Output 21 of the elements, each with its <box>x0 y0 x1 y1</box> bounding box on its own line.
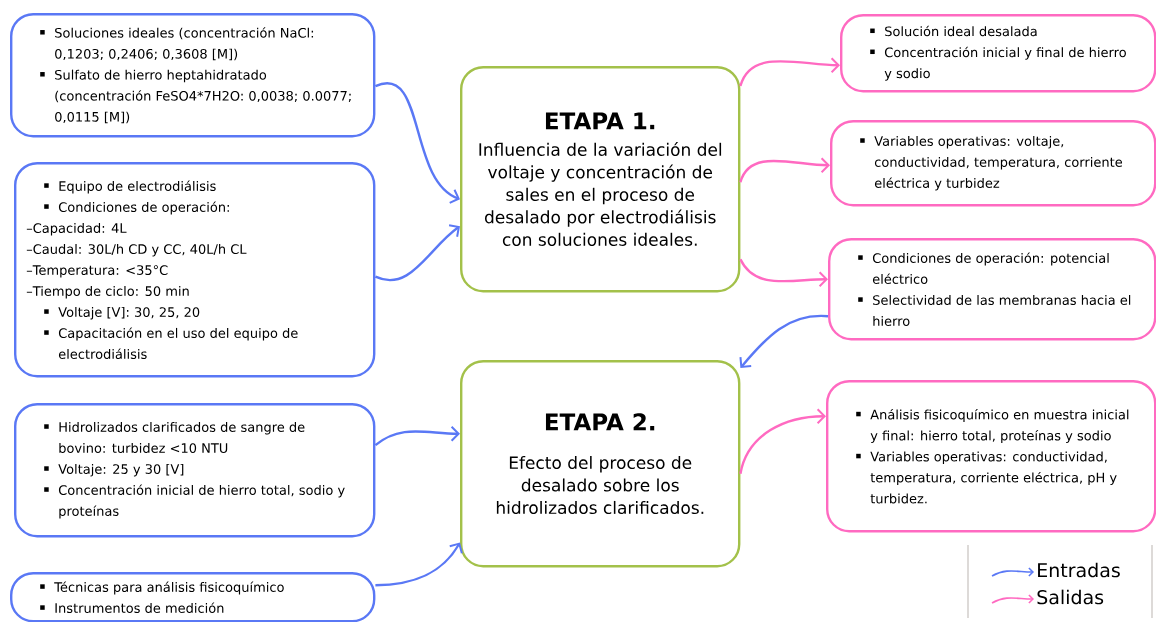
legend-label: Salidas <box>1037 589 1104 605</box>
output-box: Solución ideal desalada Concentración inicial y final de hierro y sodio <box>840 14 1156 93</box>
input-box: Soluciones ideales (concentración NaCl: 0,1203; 0,2406; 0,3608 [M]) Sulfato de hierro heptahidratado (concentración FeSO4*7H2O: 0,0038; 0.0077; 0,0115 [M]) <box>10 13 376 138</box>
output-box: Análisis fisicoquímico en muestra inicial y final: hierro total, proteínas y sodio Variables operativas: conductividad, temperatura, corriente eléctrica, pH y turbidez. <box>826 380 1156 533</box>
stage-box: ETAPA 2. Efecto del proceso de desalado sobre los hidrolizados clarificados. <box>460 360 741 568</box>
arrow <box>739 408 826 474</box>
arrow <box>739 57 840 87</box>
input-box: Técnicas para análisis fisicoquímico Instrumentos de medición <box>10 572 376 622</box>
output-box: Condiciones de operación: potencial eléctrico Selectividad de las membranas hacia el hierro <box>828 238 1156 341</box>
arrow <box>375 542 463 587</box>
arrow <box>374 425 460 447</box>
arrow <box>375 82 460 204</box>
arrow <box>375 224 460 282</box>
input-box: Hidrolizados clarificados de sangre de bovino: turbidez <10 NTU Voltaje: 25 y 30 [V] Concentración inicial de hierro total, sodio y proteínas <box>14 403 376 538</box>
legend-label: Entradas <box>1038 562 1120 578</box>
input-box: Equipo de electrodiálisis Condiciones de operación: –Capacidad: 4L –Caudal: 30L/h CD y CC, 40L/h CL –Temperatura: <35°C –Tiempo de ciclo: 50 min Voltaje [V]: 30, 25, 20 Capacitación en el uso del equipo de electrodiálisis <box>14 162 376 378</box>
arrow <box>739 258 828 288</box>
arrow <box>739 314 829 368</box>
output-box: Variables operativas: voltaje, conductividad, temperatura, corriente eléctrica y turbidez <box>830 120 1156 207</box>
arrow <box>739 157 830 183</box>
stage-box: ETAPA 1. Influencia de la variación del voltaje y concentración de sales en el proceso de desalado por electrodiálisis con soluciones ideales. <box>460 66 741 293</box>
